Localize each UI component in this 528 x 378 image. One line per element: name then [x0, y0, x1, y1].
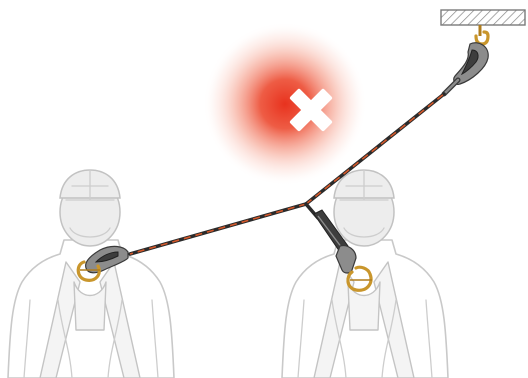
right-harness-carabiner-icon [346, 265, 373, 292]
energy-absorber-icon [313, 209, 357, 274]
cross-mark-icon [289, 88, 333, 132]
top-carabiner-icon [441, 42, 489, 97]
left-harness-carabiner-icon [76, 245, 129, 282]
right-worker-figure [281, 169, 449, 378]
incorrect-indicator [203, 22, 367, 186]
anchor-ceiling-icon [440, 9, 526, 46]
lanyard-rope [128, 92, 446, 256]
left-worker-figure [7, 169, 175, 378]
